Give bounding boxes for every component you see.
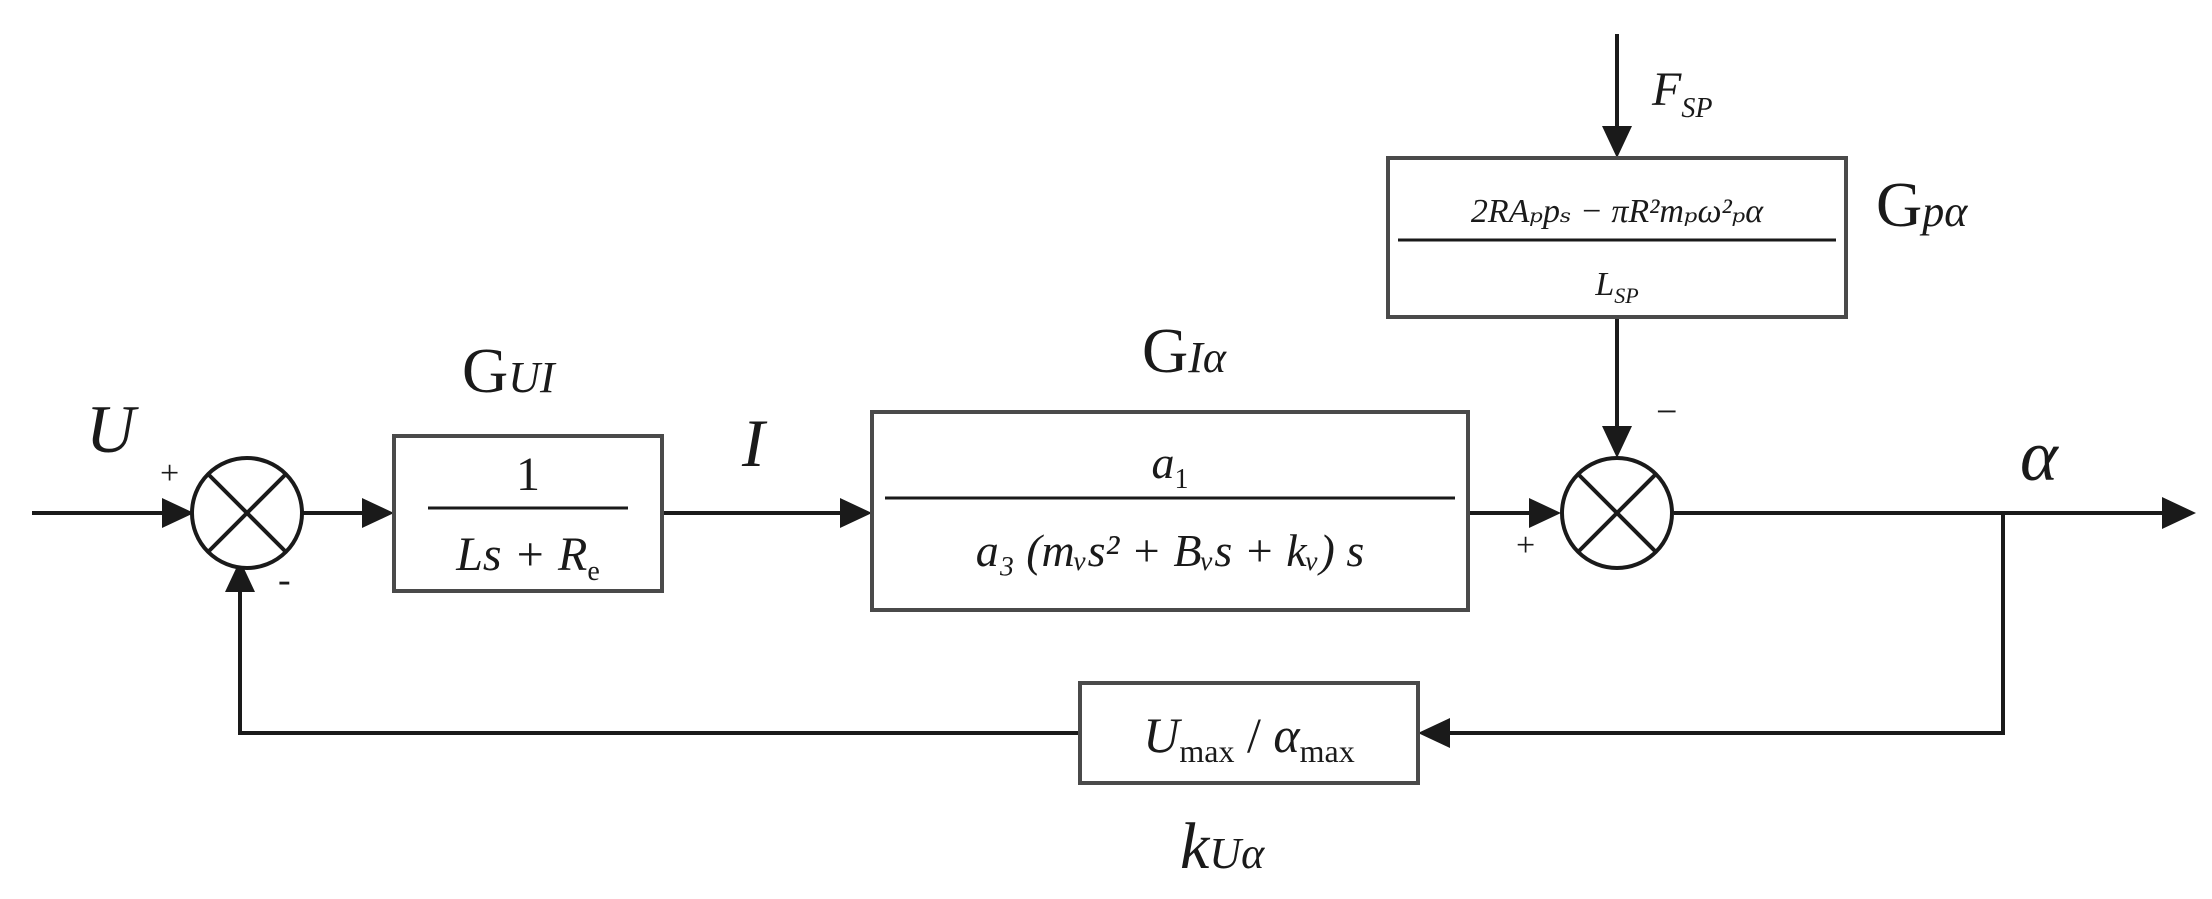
sum1-plus-sign: + (160, 455, 179, 492)
gui-arrowhead (362, 498, 394, 528)
sum2-top-arrowhead (1602, 426, 1632, 458)
kua-block-label: kUα (1180, 810, 1265, 883)
sum1-minus-sign: - (278, 559, 291, 601)
input-arrowhead (162, 498, 194, 528)
gui-denominator: Ls + Re (455, 528, 600, 587)
gui-block (392, 434, 664, 593)
disturbance-signal-label: FSP (1651, 63, 1712, 124)
output-arrowhead (2162, 497, 2196, 529)
gia-denominator: a₃ (mᵥs² + Bᵥs + kᵥ) s (976, 525, 1365, 576)
kua-block (1078, 681, 1420, 785)
sum2-minus-sign: − (1656, 391, 1677, 433)
gpa-block-label: Gpα (1876, 169, 1968, 240)
gia-block-label: GIα (1142, 315, 1227, 386)
kua-expression: Umax / αmax (1143, 707, 1354, 769)
output-signal-label: α (2020, 416, 2059, 496)
gui-block-label: GUI (462, 335, 557, 406)
kua-arrowhead (1418, 718, 1450, 748)
gia-arrowhead (840, 498, 872, 528)
gpa-denominator: LSP (1594, 266, 1638, 308)
current-signal-label: I (741, 405, 768, 481)
disturbance-arrowhead (1602, 126, 1632, 158)
gia-numerator: a1 (1152, 437, 1189, 495)
summing-junction-1 (190, 456, 304, 570)
feedback-wire-right (1444, 513, 2005, 735)
gui-numerator: 1 (516, 448, 540, 501)
summing-junction-2 (1560, 456, 1674, 570)
sum2-left-arrowhead (1529, 498, 1561, 528)
gia-block (870, 410, 1470, 612)
sum2-plus-sign: + (1516, 527, 1535, 564)
gpa-block (1386, 156, 1848, 319)
input-signal-label: U (86, 391, 139, 467)
gpa-numerator: 2RAₚpₛ − πR²mₚω²ₚα (1471, 193, 1764, 230)
sum1-bottom-arrowhead (225, 560, 255, 592)
feedback-wire-left (238, 586, 1080, 735)
